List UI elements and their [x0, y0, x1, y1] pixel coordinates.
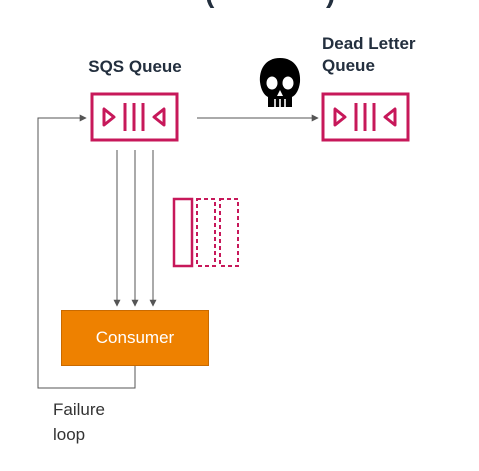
- message-stack-icon: [172, 197, 239, 268]
- failure-loop-label: Failure loop: [53, 400, 105, 444]
- consumer-node: Consumer: [61, 310, 209, 366]
- sqs-queue-label: SQS Queue: [88, 57, 182, 76]
- skull-icon: [259, 58, 301, 107]
- sqs-queue-icon: [90, 92, 179, 142]
- dead-letter-queue-icon: [321, 92, 410, 142]
- title-fragment-left: (: [205, 0, 215, 8]
- edges-sqs-to-consumer: [113, 150, 157, 307]
- edge-failure-loop: [37, 114, 136, 389]
- consumer-label: Consumer: [95, 328, 175, 347]
- dead-letter-queue-label: Dead Letter Queue: [322, 34, 416, 75]
- title-fragment-right: ): [326, 0, 335, 8]
